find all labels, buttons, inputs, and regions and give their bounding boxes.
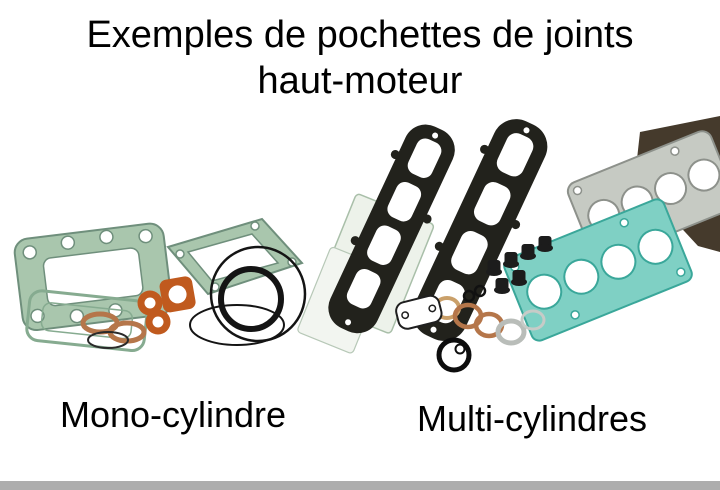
valve-cover-gasket [412,119,548,341]
exhaust-gaskets-orange [137,276,196,335]
caption-mono-cylindre: Mono-cylindre [59,394,287,435]
multi-cylinder-gasket-set-image [297,116,720,373]
gasket-sheet [312,193,435,334]
bottom-grey-bar [0,481,720,490]
engine-head-bore [687,150,713,170]
o-rings-left [189,245,307,346]
small-cover-gasket-outline [395,294,443,330]
copper-washers-left [80,311,147,349]
gasket-sheet [297,246,387,354]
valve-stem-seals [486,236,553,294]
cylinder-head-gasket-green [166,217,304,296]
valve-cover-gasket [328,124,455,334]
page-title-line-1: Exemples de pochettes de joints [86,14,634,56]
caption-multi-cylindres: Multi-cylindres [416,398,648,439]
cylinder-base-gasket [13,222,173,332]
cover-gasket-outline [25,289,149,353]
page-title-line-2: haut-moteur [257,60,463,102]
mono-cylinder-gasket-set-image [13,217,307,353]
o-ring-bold [436,337,472,373]
engine-head-part [636,116,720,252]
cylinder-head-gasket-grey [566,130,720,262]
page-title: Exemples de pochettes de joints haut-mot… [0,12,720,104]
cylinder-head-gasket-teal [503,198,693,342]
engine-head-bore [678,189,702,207]
washers-and-rings-right [433,284,546,346]
